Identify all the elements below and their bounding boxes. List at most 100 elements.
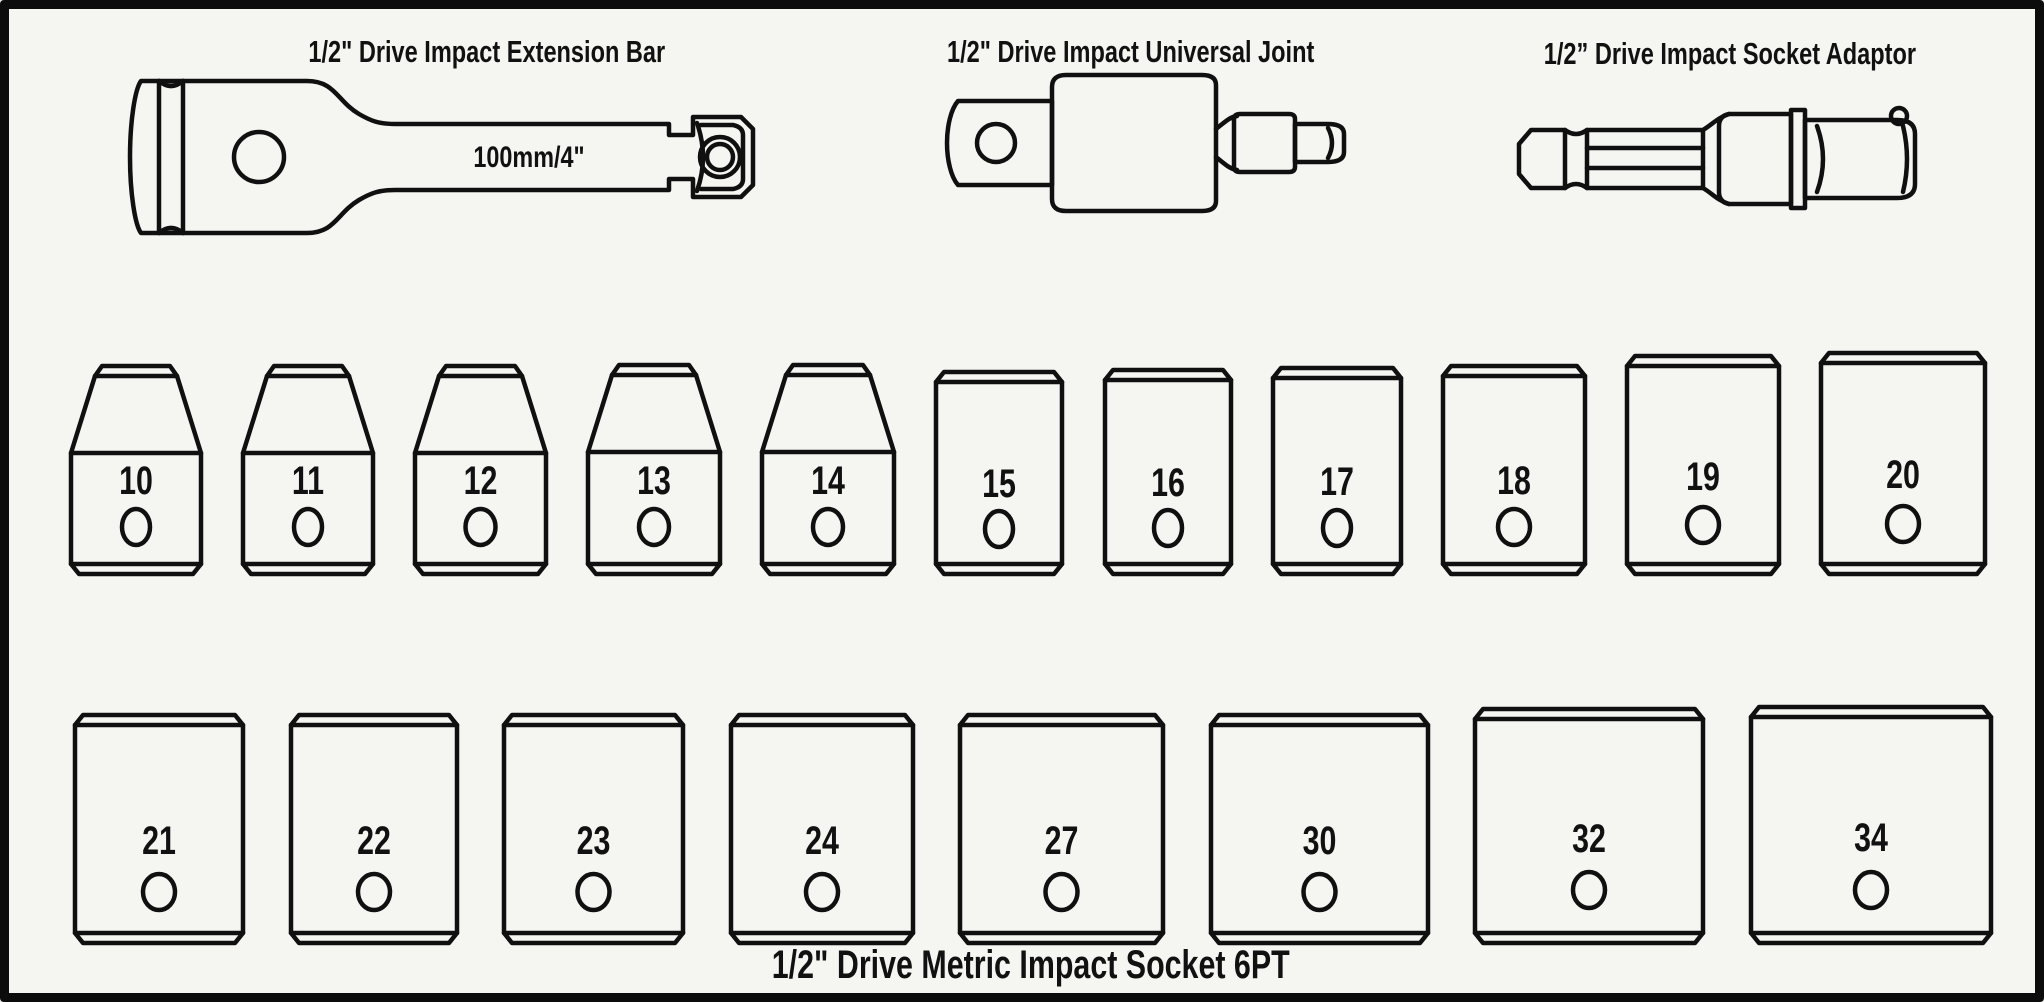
uj-pin-hole bbox=[974, 121, 1018, 165]
extension-bar-tip-inner bbox=[698, 122, 746, 192]
socket-item-21: 21 bbox=[71, 711, 247, 947]
socket-hole bbox=[355, 871, 392, 913]
uj-male-tip bbox=[1292, 121, 1347, 165]
socket-drawing bbox=[760, 362, 897, 577]
adaptor-collar bbox=[1716, 111, 1794, 207]
socket-size-label: 18 bbox=[1496, 459, 1531, 503]
socket-adaptor-drawing bbox=[1516, 105, 1918, 211]
socket-hole bbox=[811, 506, 846, 548]
extension-bar-drawing: 100mm/4" bbox=[127, 78, 756, 236]
universal-joint-title-text: 1/2" Drive Impact Universal Joint bbox=[947, 34, 1315, 69]
extension-bar-length-label: 100mm/4" bbox=[473, 140, 584, 173]
socket-hole bbox=[1151, 507, 1184, 549]
socket-drawing bbox=[412, 363, 549, 577]
extension-bar-outline bbox=[127, 78, 756, 236]
socket-hole bbox=[119, 506, 153, 548]
socket-drawing bbox=[240, 363, 376, 577]
adaptor-detent-ball bbox=[1888, 105, 1910, 127]
socket-item-32: 32 bbox=[1471, 705, 1707, 947]
universal-joint-drawing bbox=[944, 72, 1347, 214]
socket-item-20: 20 bbox=[1817, 349, 1989, 578]
socket-size-label: 16 bbox=[1150, 461, 1185, 505]
adaptor-groove-bottom bbox=[1562, 181, 1590, 191]
socket-drawing bbox=[728, 712, 915, 946]
socket-drawing bbox=[72, 712, 246, 946]
socket-size-label: 20 bbox=[1886, 453, 1920, 497]
socket-drawing bbox=[1624, 353, 1782, 577]
socket-hole bbox=[1884, 503, 1922, 545]
adaptor-groove-top bbox=[1562, 127, 1590, 137]
socket-hole bbox=[983, 508, 1016, 550]
socket-size-label: 15 bbox=[982, 462, 1017, 506]
extension-bar-tip-arc bbox=[694, 120, 706, 194]
socket-item-19: 19 bbox=[1623, 352, 1783, 578]
universal-joint-title: 1/2" Drive Impact Universal Joint bbox=[889, 35, 1369, 69]
kit-caption: 1/2" Drive Metric Impact Socket 6PT bbox=[631, 943, 1431, 988]
socket-size-label: 14 bbox=[811, 459, 846, 503]
socket-drawing bbox=[68, 363, 204, 577]
socket-drawing bbox=[1440, 363, 1587, 577]
uj-band bbox=[1231, 111, 1298, 175]
socket-size-label: 24 bbox=[804, 819, 839, 863]
extension-bar-groove-notch-bottom bbox=[156, 225, 186, 236]
extension-bar-pin-hole bbox=[231, 129, 287, 185]
socket-row-large: 21 22 23 24 27 30 32 34 bbox=[71, 703, 1995, 947]
socket-hole bbox=[1320, 507, 1353, 549]
socket-hole bbox=[1852, 869, 1890, 911]
socket-hole bbox=[140, 871, 178, 913]
socket-drawing bbox=[1473, 706, 1706, 946]
socket-item-13: 13 bbox=[584, 361, 724, 578]
socket-item-15: 15 bbox=[932, 368, 1066, 578]
socket-item-23: 23 bbox=[500, 711, 687, 947]
extension-bar-groove-notch-top bbox=[156, 78, 186, 89]
socket-hole bbox=[637, 506, 672, 548]
socket-hole bbox=[463, 506, 498, 548]
socket-size-label: 17 bbox=[1319, 460, 1354, 504]
socket-size-label: 23 bbox=[576, 819, 611, 863]
socket-size-label: 34 bbox=[1854, 816, 1888, 860]
adaptor-hex-shaft bbox=[1584, 127, 1706, 191]
socket-size-label: 30 bbox=[1302, 819, 1337, 863]
socket-hole bbox=[1301, 871, 1338, 913]
socket-drawing bbox=[1270, 365, 1403, 577]
socket-size-label: 19 bbox=[1685, 455, 1720, 499]
socket-hole bbox=[1571, 869, 1608, 911]
uj-male-tip-arc bbox=[1325, 125, 1335, 161]
socket-hole bbox=[1495, 506, 1532, 548]
extension-bar-title-text: 1/2" Drive Impact Extension Bar bbox=[308, 34, 666, 69]
socket-hole bbox=[575, 871, 612, 913]
socket-item-34: 34 bbox=[1747, 703, 1995, 947]
socket-item-18: 18 bbox=[1439, 362, 1589, 578]
socket-item-14: 14 bbox=[758, 361, 898, 578]
uj-female-block bbox=[944, 98, 1055, 188]
socket-size-label: 27 bbox=[1044, 819, 1079, 863]
socket-size-label: 13 bbox=[637, 459, 672, 503]
socket-item-11: 11 bbox=[239, 362, 377, 578]
socket-drawing bbox=[501, 712, 686, 946]
socket-item-24: 24 bbox=[727, 711, 917, 947]
socket-drawing bbox=[1748, 704, 1994, 946]
socket-item-10: 10 bbox=[67, 362, 205, 578]
extension-bar-tip-ball bbox=[704, 141, 736, 173]
socket-drawing bbox=[1102, 367, 1233, 577]
adaptor-hex-tip bbox=[1516, 127, 1568, 191]
socket-adaptor-title-text: 1/2” Drive Impact Socket Adaptor bbox=[1543, 36, 1917, 71]
socket-item-16: 16 bbox=[1101, 366, 1235, 578]
socket-adaptor-title: 1/2” Drive Impact Socket Adaptor bbox=[1485, 37, 1965, 71]
socket-drawing bbox=[934, 369, 1065, 577]
socket-size-label: 32 bbox=[1572, 817, 1607, 861]
socket-hole bbox=[291, 506, 325, 548]
adaptor-flange bbox=[1788, 107, 1808, 211]
socket-hole bbox=[1684, 504, 1722, 546]
socket-size-label: 22 bbox=[356, 819, 391, 863]
socket-row-small: 10 11 12 13 14 15 bbox=[67, 346, 1989, 578]
socket-hole bbox=[803, 871, 840, 913]
socket-hole bbox=[1043, 871, 1080, 913]
socket-drawing bbox=[958, 712, 1166, 946]
socket-item-30: 30 bbox=[1207, 711, 1432, 947]
socket-item-22: 22 bbox=[287, 711, 461, 947]
uj-center-block bbox=[1049, 72, 1219, 214]
socket-size-label: 11 bbox=[292, 459, 325, 503]
socket-size-label: 12 bbox=[463, 459, 498, 503]
